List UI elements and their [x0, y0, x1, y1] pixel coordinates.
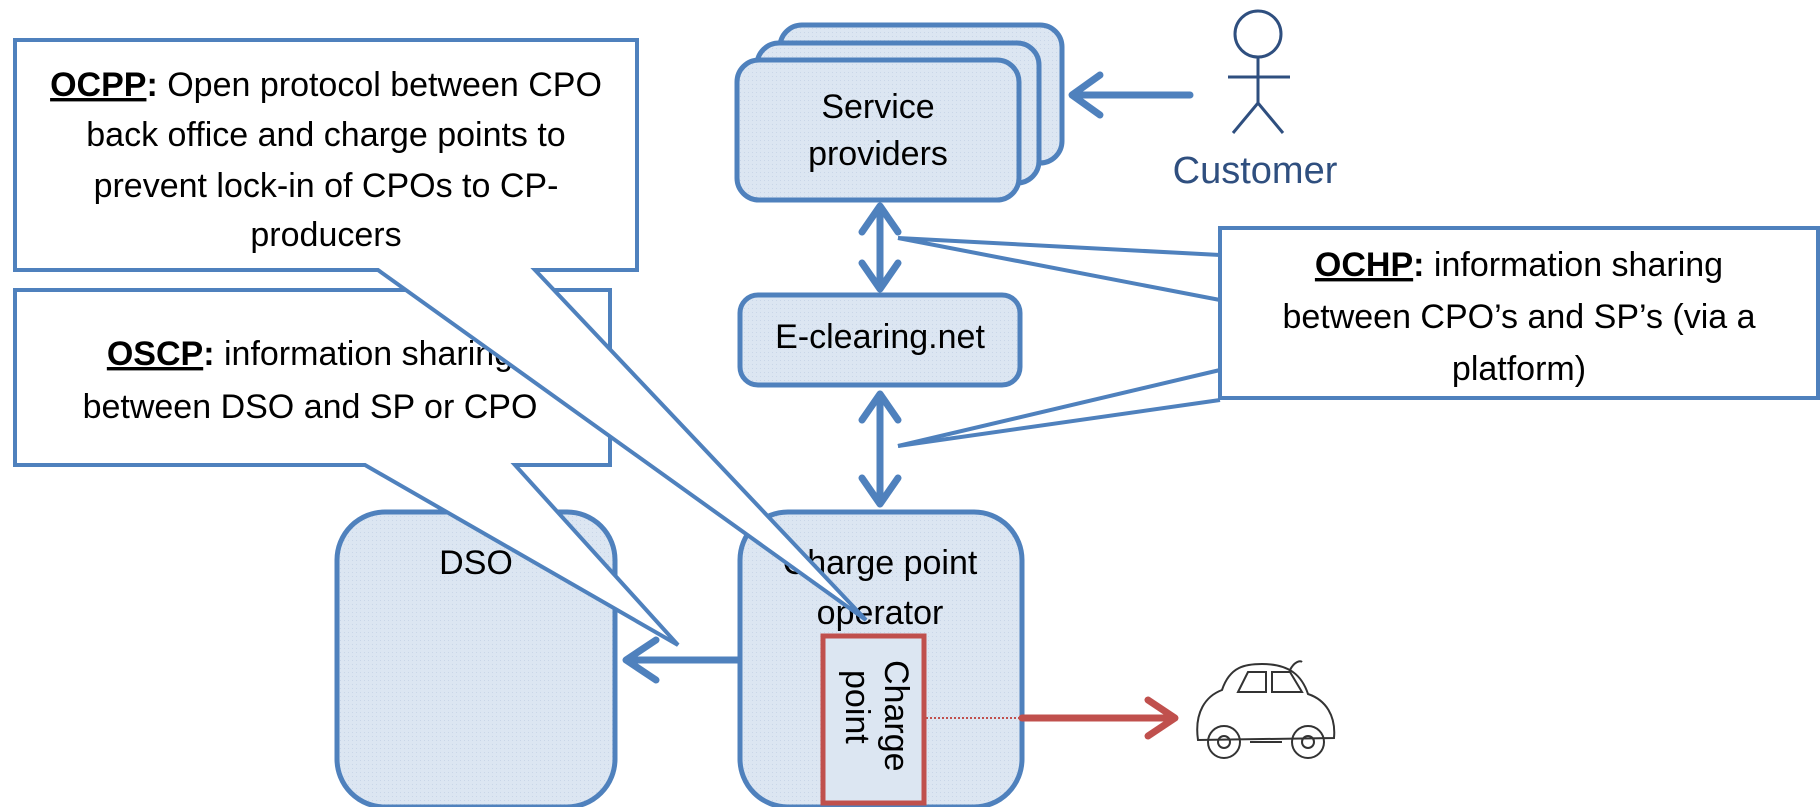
eclearing-cpo-double-arrow [858, 390, 902, 508]
ochp-line1: information sharing [1424, 246, 1723, 284]
ochp-callout-pointers [897, 236, 1221, 448]
charge-point-box[interactable]: Charge point [820, 633, 927, 806]
ochp-text-line2: between CPO’s and SP’s (via a [1282, 298, 1755, 336]
oscp-line1: information sharing [215, 335, 514, 373]
ocpp-keyword: OCPP [50, 66, 146, 104]
service-providers-label-line2: providers [808, 135, 948, 173]
service-providers-stack[interactable]: Service providers [734, 22, 1065, 203]
ocpp-line1: Open protocol between CPO [158, 66, 602, 104]
ocpp-callout: OCPP: Open protocol between CPO back off… [13, 38, 868, 622]
eclearing-label: E-clearing.net [775, 318, 985, 356]
ochp-text-line3: platform) [1452, 350, 1586, 388]
charge-point-label-line2: point [838, 670, 876, 744]
ochp-callout: OCHP: information sharing between CPO’s … [1218, 226, 1820, 400]
ochp-text-line1: OCHP: information sharing [1315, 246, 1723, 284]
ocpp-colon: : [146, 66, 157, 104]
customer-label: Customer [1173, 150, 1338, 192]
oscp-text-line2: between DSO and SP or CPO [83, 388, 538, 426]
service-providers-box [734, 57, 1022, 203]
eclearing-box[interactable]: E-clearing.net [737, 292, 1023, 388]
customer-to-sp-arrow [1068, 71, 1194, 119]
charge-point-label-line1: Charge [877, 660, 915, 772]
charge-point-to-car-arrow [926, 696, 1179, 740]
oscp-callout: OSCP: information sharing between DSO an… [13, 288, 680, 647]
ochp-colon: : [1413, 246, 1424, 284]
sp-eclearing-double-arrow [858, 202, 902, 293]
oscp-text-line1: OSCP: information sharing [107, 335, 513, 373]
ocpp-text-line4: producers [250, 216, 401, 254]
ocpp-text-line1: OCPP: Open protocol between CPO [50, 66, 602, 104]
ocpp-text-line2: back office and charge points to [86, 116, 565, 154]
cpo-to-dso-arrow [622, 636, 742, 684]
ochp-keyword: OCHP [1315, 246, 1413, 284]
ocpp-text-line3: prevent lock-in of CPOs to CP- [94, 167, 559, 205]
customer-stick-figure-icon [1228, 9, 1290, 134]
car-icon [1196, 660, 1336, 759]
dso-label: DSO [439, 544, 513, 582]
oscp-keyword: OSCP [107, 335, 203, 373]
service-providers-label-line1: Service [821, 88, 934, 126]
oscp-colon: : [203, 335, 214, 373]
customer[interactable]: Customer [1173, 9, 1338, 192]
